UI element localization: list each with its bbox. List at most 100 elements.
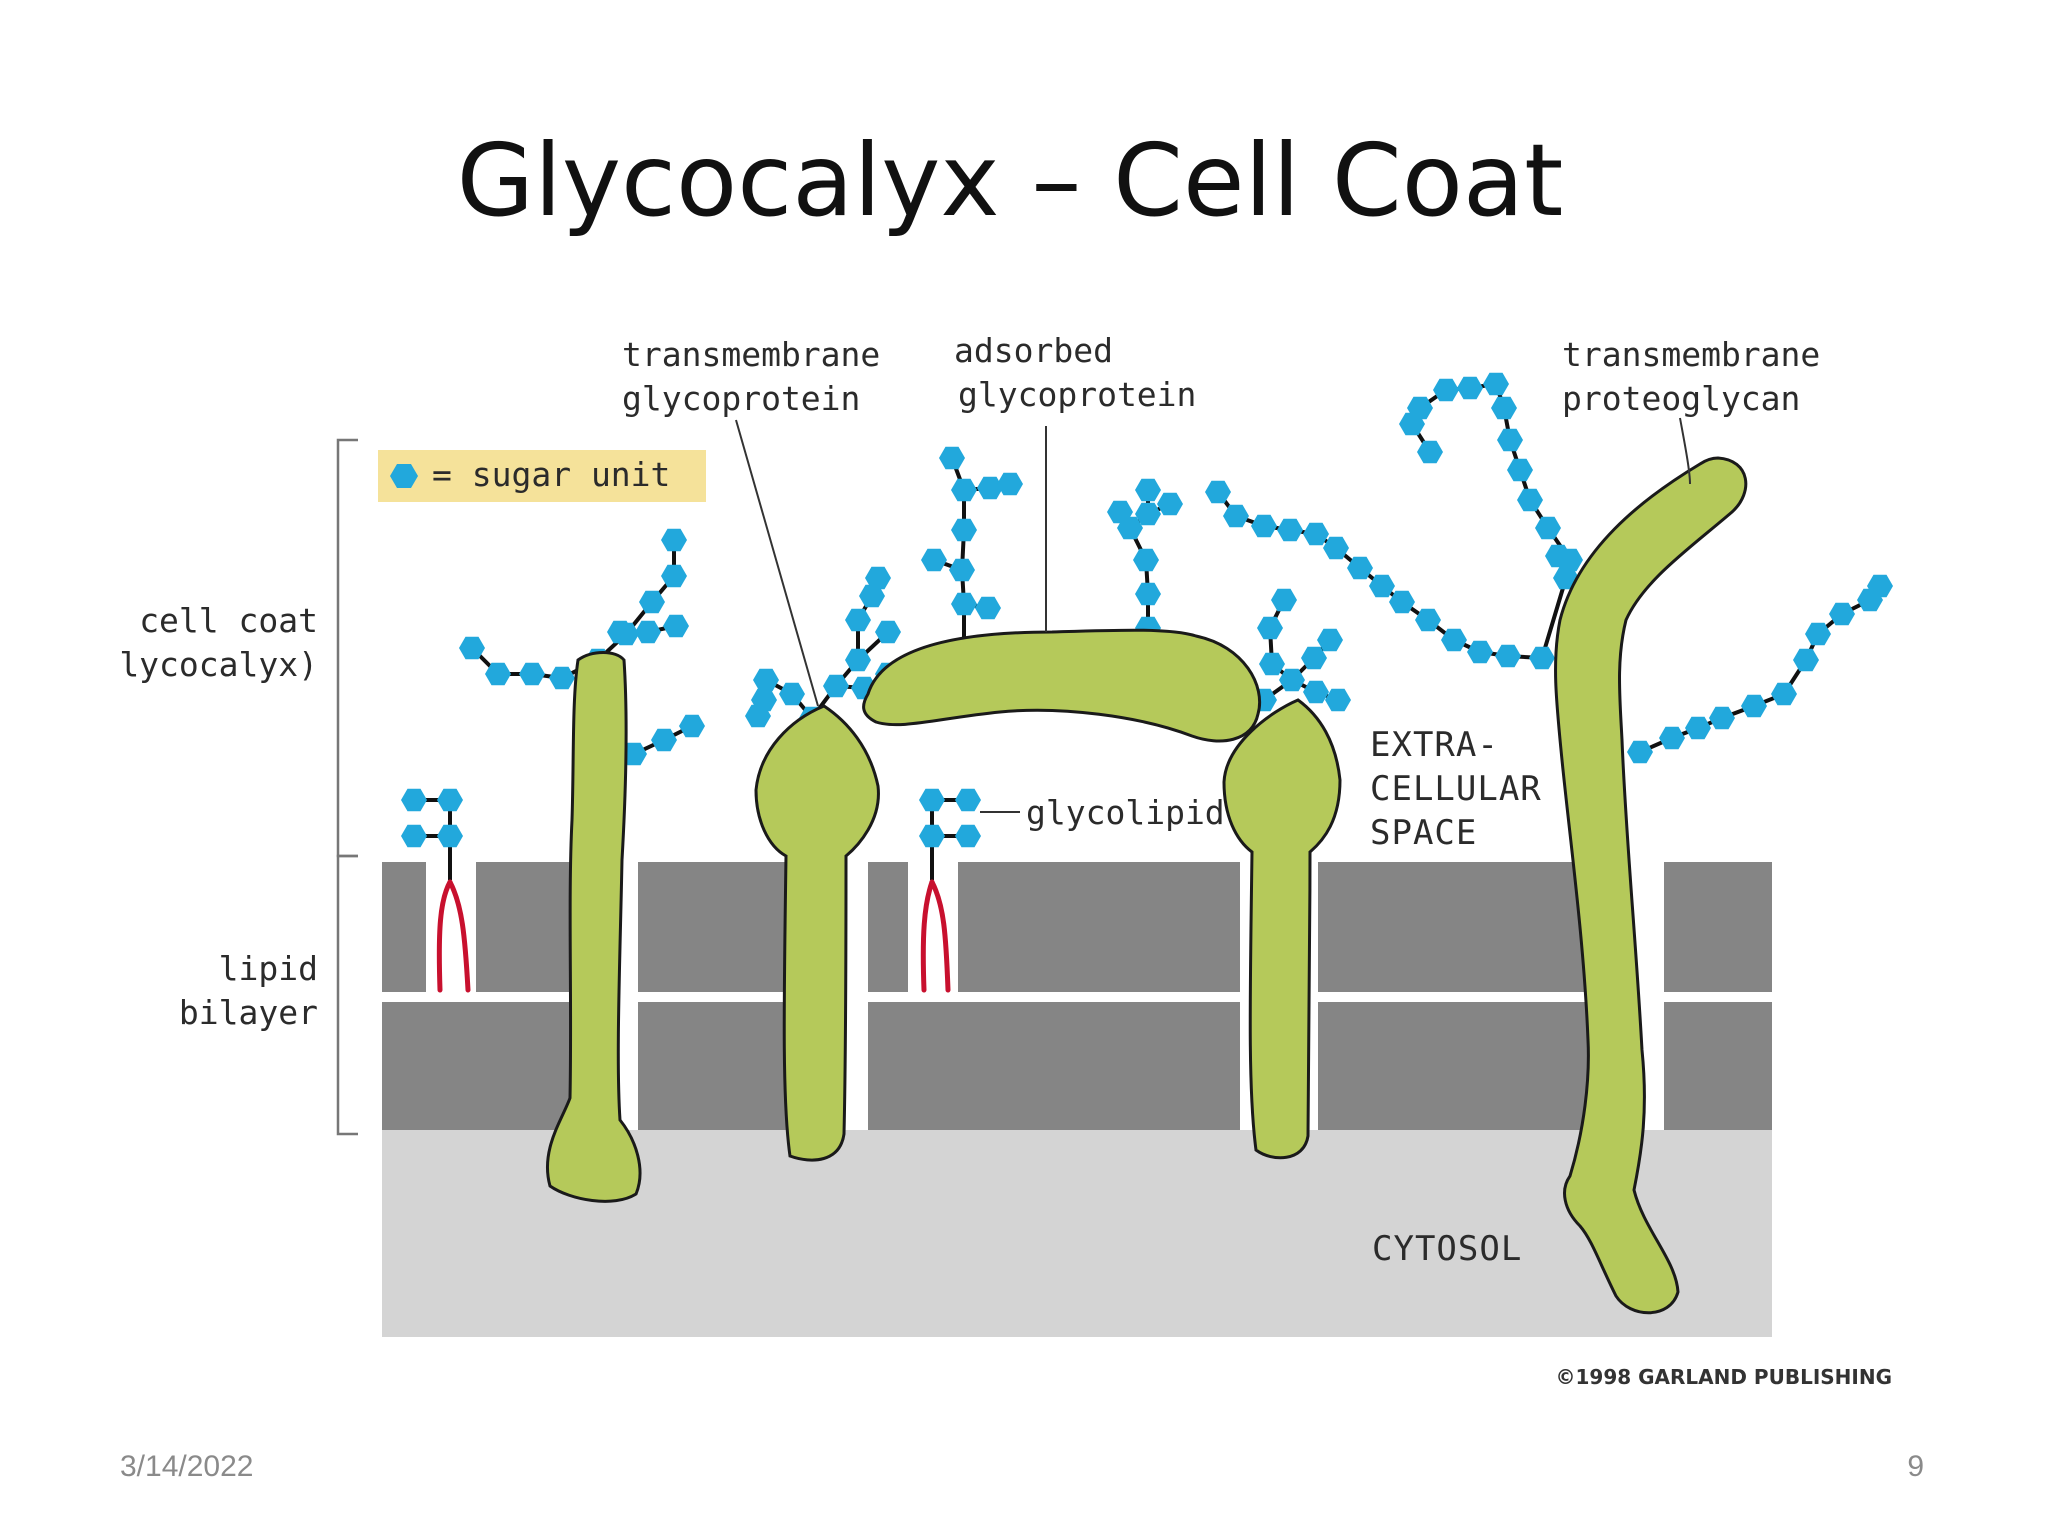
sugar-unit xyxy=(1135,502,1161,526)
slide-page-number: 9 xyxy=(1907,1450,1924,1483)
sugar-unit xyxy=(1415,608,1441,632)
sugar-unit xyxy=(951,592,977,616)
sugar-unit xyxy=(919,788,945,812)
sugar-unit xyxy=(1483,372,1509,396)
lipid-bilayer-bracket xyxy=(336,854,358,1136)
sugar-unit xyxy=(1223,504,1249,528)
sugar-unit xyxy=(1271,588,1297,612)
sugar-unit xyxy=(679,714,705,738)
sugar-unit xyxy=(1627,740,1653,764)
sugar-unit xyxy=(865,566,891,590)
sugar-unit xyxy=(661,528,687,552)
sugar-unit xyxy=(651,728,677,752)
lipid-bilayer-label-line1: lipid xyxy=(219,949,318,988)
sugar-unit xyxy=(779,682,805,706)
sugar-unit xyxy=(875,620,901,644)
legend-label: = sugar unit xyxy=(432,455,670,494)
sugar-unit xyxy=(1303,680,1329,704)
sugar-unit xyxy=(919,824,945,848)
sugar-unit xyxy=(845,648,871,672)
adsorbed-glycoprotein-shape xyxy=(862,628,1262,743)
sugar-unit xyxy=(845,608,871,632)
lipid-bilayer-label-line2: bilayer xyxy=(179,993,318,1032)
sugar-unit xyxy=(939,446,965,470)
sugar-unit xyxy=(1251,514,1277,538)
sugar-unit xyxy=(751,688,777,712)
sugar-unit xyxy=(401,788,427,812)
sugar-unit xyxy=(1659,726,1685,750)
pointer-lines xyxy=(735,417,1691,813)
sugar-unit xyxy=(1399,412,1425,436)
sugar-unit xyxy=(519,662,545,686)
sugar-unit xyxy=(1685,716,1711,740)
sugar-unit xyxy=(1535,516,1561,540)
sugar-unit xyxy=(1303,522,1329,546)
sugar-unit xyxy=(753,668,779,692)
sugar-unit xyxy=(1433,378,1459,402)
sugar-unit xyxy=(921,548,947,572)
sugar-unit xyxy=(1741,694,1767,718)
sugar-unit xyxy=(1277,518,1303,542)
sugar-unit xyxy=(859,584,885,608)
tm-glycoprotein-label-line1: transmembrane xyxy=(622,335,880,374)
sugar-unit xyxy=(823,674,849,698)
sugar-unit xyxy=(1317,628,1343,652)
sugar-unit xyxy=(1369,574,1395,598)
sugar-unit xyxy=(955,824,981,848)
sugar-unit xyxy=(1557,548,1583,572)
sugar-unit xyxy=(437,788,463,812)
sugar-unit xyxy=(1457,376,1483,400)
sugar-unit xyxy=(663,614,689,638)
extracellular-label-line3: SPACE xyxy=(1370,813,1477,853)
sugar-unit-icon xyxy=(390,464,418,488)
sugar-unit xyxy=(1771,682,1797,706)
sugar-unit xyxy=(951,478,977,502)
tm-glycoprotein-label-line2: glycoprotein xyxy=(622,379,860,418)
sugar-unit xyxy=(997,472,1023,496)
sugar-unit xyxy=(401,824,427,848)
sugar-unit xyxy=(975,596,1001,620)
sugar-unit xyxy=(955,788,981,812)
cell-coat-bracket xyxy=(336,438,358,858)
sugar-unit-legend: = sugar unit xyxy=(378,450,706,502)
glycolipid-tails xyxy=(436,879,951,993)
sugar-unit xyxy=(1709,706,1735,730)
sugar-unit xyxy=(1135,478,1161,502)
sugar-unit xyxy=(437,824,463,848)
adsorbed-label-line1: adsorbed xyxy=(954,331,1113,370)
sugar-unit xyxy=(1107,500,1133,524)
copyright-notice: ©1998 GARLAND PUBLISHING xyxy=(1555,1365,1892,1389)
sugar-unit xyxy=(1259,652,1285,676)
sugar-unit xyxy=(1793,648,1819,672)
cell-coat-label-line2: lycocalyx) xyxy=(119,645,318,684)
cytosol-label: CYTOSOL xyxy=(1372,1229,1522,1269)
sugar-unit xyxy=(1323,536,1349,560)
glycolipid-label: glycolipid xyxy=(1026,793,1225,832)
sugar-unit xyxy=(485,662,511,686)
sugar-unit xyxy=(1497,428,1523,452)
sugar-unit xyxy=(1805,622,1831,646)
sugar-unit xyxy=(1517,488,1543,512)
sugar-unit xyxy=(639,590,665,614)
sugar-unit xyxy=(1491,396,1517,420)
sugar-unit xyxy=(1257,616,1283,640)
sugar-unit xyxy=(1529,646,1555,670)
extracellular-label-line2: CELLULAR xyxy=(1370,769,1542,809)
transmembrane-proteoglycan-shape xyxy=(1554,456,1748,1315)
sugar-unit xyxy=(1829,602,1855,626)
sugar-unit xyxy=(949,558,975,582)
cell-coat-label-line1: cell coat xyxy=(139,601,318,640)
sugar-unit xyxy=(977,476,1003,500)
sugar-unit xyxy=(1157,492,1183,516)
slide-title: Glycocalyx – Cell Coat xyxy=(457,122,1564,239)
sugar-unit xyxy=(1467,640,1493,664)
sugar-unit xyxy=(1325,688,1351,712)
sugar-unit xyxy=(951,518,977,542)
sugar-unit xyxy=(607,620,633,644)
sugar-unit xyxy=(635,620,661,644)
extracellular-label-line1: EXTRA- xyxy=(1370,725,1499,765)
sugar-unit xyxy=(1389,590,1415,614)
tm-proteoglycan-label-line1: transmembrane xyxy=(1562,335,1820,374)
sugar-unit xyxy=(1507,458,1533,482)
